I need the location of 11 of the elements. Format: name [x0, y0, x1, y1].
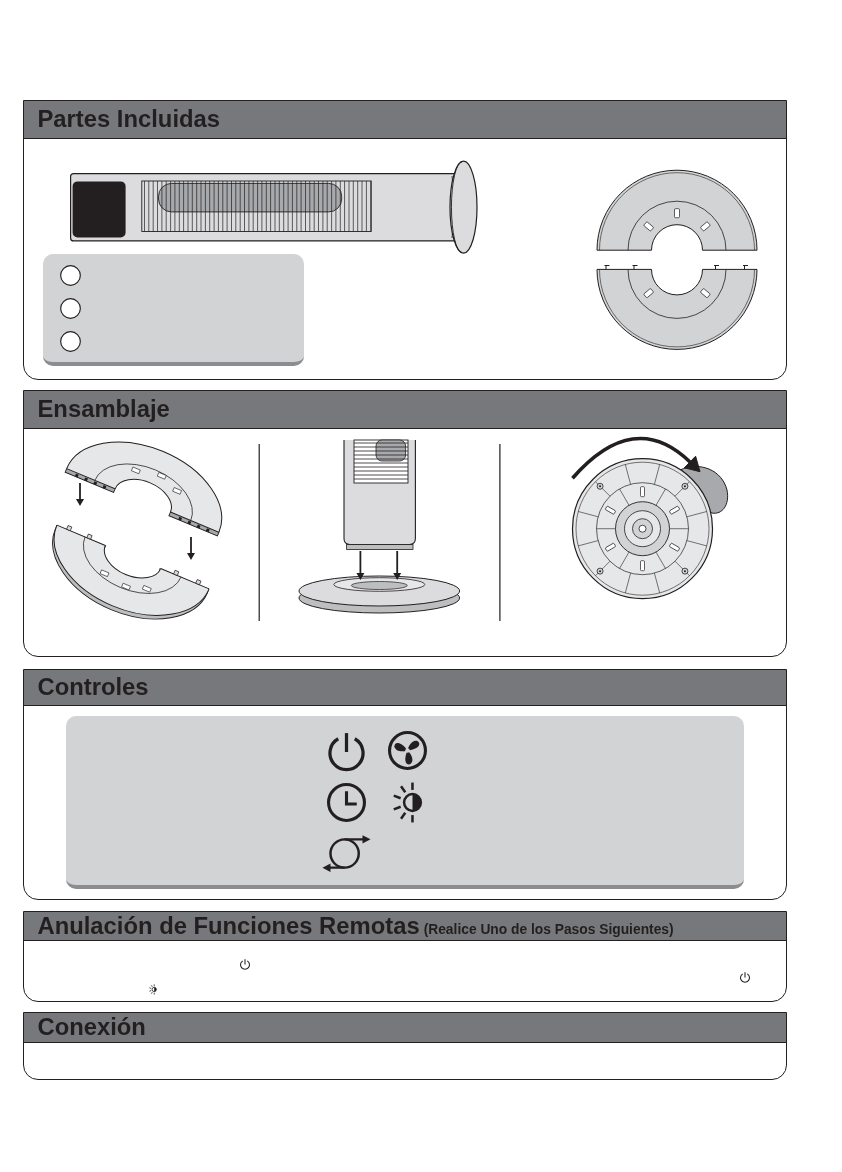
section-panel: [23, 1012, 787, 1080]
section-panel: [23, 669, 787, 900]
section-heading: Conexión: [37, 1013, 146, 1041]
section-panel: [23, 390, 787, 657]
section-panel: [23, 100, 787, 380]
section-subheading: (Realice Uno de los Pasos Siguientes): [423, 921, 674, 937]
section-heading: Anulación de Funciones Remotas: [37, 911, 420, 939]
section-heading: Ensamblaje: [37, 395, 170, 423]
section-panel: [23, 911, 787, 1002]
section-heading: Controles: [37, 673, 149, 701]
section-heading: Partes Incluidas: [37, 105, 221, 133]
